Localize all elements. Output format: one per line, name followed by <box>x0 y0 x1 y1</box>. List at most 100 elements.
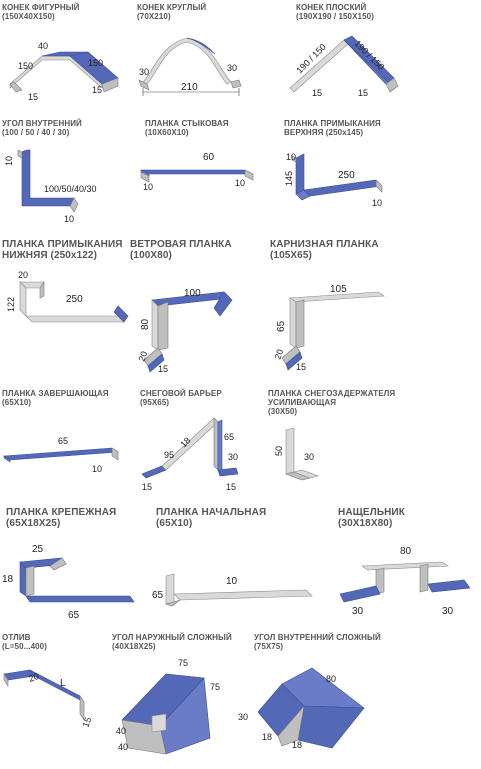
dim-label: 10 <box>4 156 14 166</box>
item-title: ПЛАНКА СТЫКОВАЯ (10Х60Х10) <box>145 119 229 137</box>
item-title: КОНЕК КРУГЛЫЙ (70Х210) <box>137 3 206 21</box>
dim-label: 20 <box>272 348 285 361</box>
title-text: ПЛАНКА СТЫКОВАЯ <box>145 119 229 128</box>
dim-label: 30 <box>238 712 248 722</box>
title-text: УГОЛ НАРУЖНЫЙ СЛОЖНЫЙ <box>112 633 232 642</box>
title-sub: (10Х60Х10) <box>145 128 189 137</box>
title-text: ПЛАНКА ЗАВЕРШАЮЩАЯ <box>2 389 109 398</box>
title-sub: (70Х210) <box>137 12 171 21</box>
item-title: УГОЛ НАРУЖНЫЙ СЛОЖНЫЙ (40Х18Х25) <box>112 633 232 651</box>
dim-label: 100 <box>184 288 201 299</box>
dim-label: 15 <box>226 482 236 492</box>
dim-label: 122 <box>6 297 16 312</box>
title-sub: (190Х190 / 150Х150) <box>296 12 374 21</box>
dim-label: 145 <box>284 171 294 186</box>
title-sub: (100 / 50 / 40 / 30) <box>2 128 70 137</box>
title-text: ПЛАНКА ПРИМЫКАНИЯ <box>2 239 123 250</box>
dim-label: 60 <box>203 152 215 163</box>
dim-label: 15 <box>158 364 168 374</box>
dim-label: 30 <box>227 63 237 73</box>
title-sub: (30Х50) <box>268 407 298 416</box>
title-text: ПЛАНКА НАЧАЛЬНАЯ <box>156 507 267 518</box>
vetrovaya-planka-drawing: 100 80 20 15 <box>136 288 233 374</box>
otliv-drawing: 20 L 15 <box>3 669 93 729</box>
dim-label: 30 <box>304 452 314 462</box>
dim-label: 80 <box>140 318 151 330</box>
konek-ploskiy-drawing: 190 / 150 190 / 150 15 15 <box>289 35 399 98</box>
dim-label: 50 <box>274 446 284 456</box>
planka-primykaniya-nizhnyaya-drawing: 20 122 250 <box>6 270 129 323</box>
title-sub: (95Х65) <box>140 398 170 407</box>
dim-label: 30 <box>352 606 364 617</box>
dim-label: 30 <box>442 606 454 617</box>
dim-label: 250 <box>66 294 83 305</box>
item-planka-zavershayuschaya: ПЛАНКА ЗАВЕРШАЮЩАЯ (65Х10) 65 10 <box>0 386 130 496</box>
dim-label: 80 <box>400 546 412 557</box>
title-sub: (150Х40Х150) <box>2 12 55 21</box>
item-karniznaya-planka: КАРНИЗНАЯ ПЛАНКА (105Х65) 105 65 20 15 <box>268 236 481 376</box>
dim-label: 15 <box>358 88 368 98</box>
title-text: ПЛАНКА КРЕПЕЖНАЯ <box>6 507 117 518</box>
title-text: СНЕГОВОЙ БАРЬЕР <box>140 389 222 398</box>
title-text: ПЛАНКА СНЕГОЗАДЕРЖАТЕЛЯ <box>268 389 396 398</box>
dim-label: 40 <box>116 726 126 736</box>
dim-label: 18 <box>262 732 272 742</box>
item-title: ПЛАНКА ПРИМЫКАНИЯ ВЕРХНЯЯ (250х145) <box>284 119 381 137</box>
item-planka-stykovaya: ПЛАНКА СТЫКОВАЯ (10Х60Х10) 60 10 10 <box>135 116 265 231</box>
dim-label: 150 <box>88 58 103 68</box>
dim-label: 30 <box>139 67 149 77</box>
item-planka-nachalnaya: ПЛАНКА НАЧАЛЬНАЯ (65Х10) 65 10 <box>150 504 330 626</box>
item-title: ПЛАНКА КРЕПЕЖНАЯ (65Х18Х25) <box>6 507 116 529</box>
item-title: ПЛАНКА СНЕГОЗАДЕРЖАТЕЛЯ УСИЛИВАЮЩАЯ (30Х… <box>268 389 395 416</box>
dim-label: 15 <box>296 362 306 372</box>
dim-label: 10 <box>143 182 153 192</box>
item-planka-snegozaderzhatelya: ПЛАНКА СНЕГОЗАДЕРЖАТЕЛЯ УСИЛИВАЮЩАЯ (30Х… <box>268 386 481 496</box>
item-planka-primykaniya-verhnyaya: ПЛАНКА ПРИМЫКАНИЯ ВЕРХНЯЯ (250х145) 10 1… <box>282 116 481 231</box>
dim-label: 75 <box>178 658 188 668</box>
dim-label: 15 <box>80 716 93 729</box>
item-title: КОНЕК ФИГУРНЫЙ (150Х40Х150) <box>2 3 80 21</box>
title-sub: (105Х65) <box>270 250 312 261</box>
item-vetrovaya-planka: ВЕТРОВАЯ ПЛАНКА (100Х80) 100 80 20 15 <box>128 236 258 376</box>
dim-label: 20 <box>18 270 28 280</box>
dim-label: 40 <box>38 41 48 51</box>
title-text: КОНЕК КРУГЛЫЙ <box>137 3 207 12</box>
dim-label: 40 <box>118 742 128 752</box>
dim-label: 25 <box>32 544 44 555</box>
item-planka-krepezhnaya: ПЛАНКА КРЕПЕЖНАЯ (65Х18Х25) 25 18 65 <box>0 504 150 626</box>
title-text: УГОЛ ВНУТРЕННИЙ СЛОЖНЫЙ <box>254 633 381 642</box>
ugol-vnutrenniy-slozhny-drawing: 80 30 18 18 <box>238 667 365 750</box>
title-sub: (75Х75) <box>254 642 284 651</box>
item-konek-figurny: КОНЕК ФИГУРНЫЙ (150Х40Х150) 40 150 150 1… <box>0 0 130 110</box>
title-sub: (65Х10) <box>156 518 193 529</box>
dim-label: 65 <box>224 432 234 442</box>
dim-label: 15 <box>312 88 322 98</box>
dim-label: 65 <box>58 436 68 446</box>
item-title: ОТЛИВ (L=50...400) <box>2 633 47 651</box>
item-otliv: ОТЛИВ (L=50...400) 20 L 15 <box>0 630 110 769</box>
title-sub: (65Х18Х25) <box>6 518 61 529</box>
dim-label: 10 <box>64 214 74 224</box>
dim-label: 20 <box>27 671 40 684</box>
title-sub: (65Х10) <box>2 398 32 407</box>
title-sub: УСИЛИВАЮЩАЯ <box>268 398 337 407</box>
snegovoy-barer-drawing: 95 65 18 30 15 15 <box>141 417 239 492</box>
item-ugol-vnutrenniy-slozhny: УГОЛ ВНУТРЕННИЙ СЛОЖНЫЙ (75Х75) 80 30 18… <box>238 630 481 769</box>
dim-label: 10 <box>372 198 382 208</box>
dim-label: 15 <box>142 482 152 492</box>
planka-krepezhnaya-drawing: 25 18 65 <box>2 544 135 621</box>
dim-label: 10 <box>286 152 296 162</box>
planka-nachalnaya-drawing: 65 10 <box>152 573 313 607</box>
planka-primykaniya-verhnyaya-drawing: 10 145 250 10 <box>284 152 383 208</box>
dim-label: 15 <box>92 85 102 95</box>
dim-label: 100/50/40/30 <box>44 184 97 194</box>
dim-label: 250 <box>338 170 355 181</box>
title-text: НАЩЕЛЬНИК <box>338 507 405 518</box>
item-konek-krugly: КОНЕК КРУГЛЫЙ (70Х210) 30 30 210 <box>135 0 255 110</box>
dim-label: 10 <box>226 576 238 587</box>
item-naschelnik: НАЩЕЛЬНИК (30Х18Х80) 80 30 30 <box>332 504 481 626</box>
title-text: ОТЛИВ <box>2 633 31 642</box>
planka-zavershayuschaya-drawing: 65 10 <box>3 436 119 474</box>
item-title: УГОЛ ВНУТРЕННИЙ СЛОЖНЫЙ (75Х75) <box>254 633 381 651</box>
dim-label: 105 <box>330 284 347 295</box>
